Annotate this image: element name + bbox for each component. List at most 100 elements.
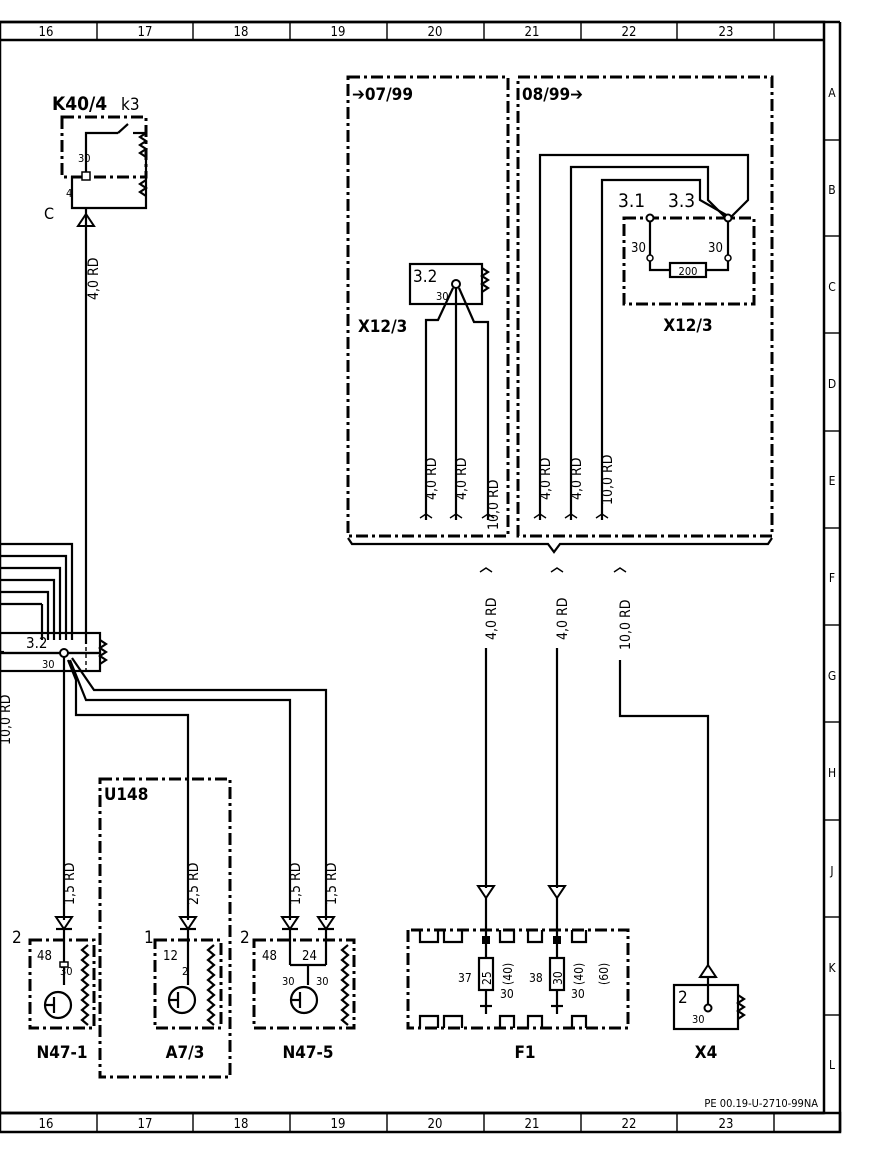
fuse-box-f1: 37 25 (40) 30 38 30 (40) 30 (60) F1 bbox=[406, 885, 630, 1063]
drawing-number: PE 00.19-U-2710-99NA bbox=[704, 1097, 818, 1110]
n47-5-pin-30b: 30 bbox=[316, 975, 329, 988]
splice-connector: 3.2 30 10,0 RD bbox=[0, 542, 328, 920]
row-label: B bbox=[828, 183, 835, 197]
k40-wire-label: 4,0 RD bbox=[86, 258, 102, 300]
row-label: C bbox=[828, 280, 836, 294]
fuse-37-value: 25 bbox=[480, 971, 494, 985]
a7-3-pin-12: 12 bbox=[163, 949, 178, 964]
sensor-a7-3: 2,5 RD 1 12 2 A7/3 bbox=[144, 863, 223, 1063]
sensor-n47-5: 1,5 RD 1,5 RD 2 48 24 30 30 N47-5 bbox=[240, 863, 356, 1063]
col-label: 16 bbox=[39, 1117, 54, 1132]
n47-1-wire: 1,5 RD bbox=[62, 863, 78, 905]
version-old-box: ➔07/99 3.2 30 X12/3 4,0 RD 4,0 RD 10,0 R… bbox=[346, 75, 510, 538]
main-wires: 4,0 RD 4,0 RD 10,0 RD bbox=[479, 567, 710, 965]
row-label: L bbox=[829, 1058, 835, 1072]
a7-3-label: A7/3 bbox=[166, 1043, 205, 1063]
fuse-38-rating: (40) bbox=[572, 963, 586, 985]
main-wire-1: 4,0 RD bbox=[484, 598, 500, 640]
n47-5-pin-48: 48 bbox=[262, 949, 277, 964]
n47-5-terminal: 2 bbox=[240, 928, 250, 948]
version-new-box: 08/99➔ 3.1 3.3 30 30 200 X12/3 4,0 RD 4,… bbox=[516, 75, 774, 538]
fuse-38-value: 30 bbox=[551, 971, 565, 985]
k40-suffix: k3 bbox=[121, 95, 140, 115]
x12-new-label: X12/3 bbox=[663, 316, 712, 336]
x12-old-pin: 30 bbox=[436, 290, 449, 303]
n47-5-pin-30a: 30 bbox=[282, 975, 295, 988]
version-old-label: ➔07/99 bbox=[352, 85, 413, 105]
row-label: H bbox=[828, 766, 836, 780]
n47-5-label: N47-5 bbox=[282, 1043, 333, 1063]
sheet-frame: 16 17 18 19 20 21 22 23 16 17 18 19 20 2… bbox=[0, 20, 842, 1134]
old-wire-3: 10,0 RD bbox=[486, 480, 502, 530]
col-label: 17 bbox=[138, 25, 153, 40]
relay-k40: K40/4 k3 30 4 C 4,0 RD bbox=[44, 93, 148, 644]
old-wire-2: 4,0 RD bbox=[454, 458, 470, 500]
col-label: 17 bbox=[138, 1117, 153, 1132]
col-label: 23 bbox=[719, 1117, 734, 1132]
splice-left-wire: 10,0 RD bbox=[0, 695, 14, 745]
splice-pin-label: 3.2 bbox=[26, 634, 47, 652]
fuse-37-rating: (40) bbox=[501, 963, 515, 985]
row-label: F bbox=[829, 571, 835, 585]
col-label: 20 bbox=[428, 25, 443, 40]
fuse-38-pin: 30 bbox=[571, 987, 585, 1001]
col-label: 18 bbox=[234, 1117, 249, 1132]
sensor-n47-1: 1,5 RD 2 48 30 N47-1 bbox=[12, 863, 96, 1063]
n47-5-wire-a: 1,5 RD bbox=[288, 863, 304, 905]
x12-old-label: X12/3 bbox=[358, 317, 407, 337]
a7-3-pin-2: 2 bbox=[182, 965, 188, 978]
row-label: J bbox=[829, 864, 833, 878]
x12-new-pin-30a: 30 bbox=[631, 241, 646, 256]
x12-new-pin-30b: 30 bbox=[708, 241, 723, 256]
connector-x4: 2 30 X4 bbox=[672, 963, 746, 1063]
n47-1-pin-48: 48 bbox=[37, 949, 52, 964]
col-label: 19 bbox=[331, 25, 346, 40]
col-label: 22 bbox=[622, 1117, 637, 1132]
x4-label: X4 bbox=[695, 1043, 717, 1063]
x12-old-pin-label: 3.2 bbox=[413, 267, 437, 287]
row-label: K bbox=[828, 961, 836, 975]
version-brace bbox=[347, 537, 773, 554]
col-label: 19 bbox=[331, 1117, 346, 1132]
u148-label: U148 bbox=[104, 785, 148, 805]
fuse-c-rating: (60) bbox=[597, 963, 611, 985]
old-wire-1: 4,0 RD bbox=[424, 458, 440, 500]
new-wire-3: 10,0 RD bbox=[600, 455, 616, 505]
fuse-37-num: 37 bbox=[458, 971, 472, 985]
main-wire-3: 10,0 RD bbox=[618, 600, 634, 650]
col-label: 16 bbox=[39, 25, 54, 40]
col-label: 21 bbox=[525, 1117, 540, 1132]
col-label: 21 bbox=[525, 25, 540, 40]
k40-connector: C bbox=[44, 204, 54, 223]
n47-1-label: N47-1 bbox=[36, 1043, 87, 1063]
n47-5-pin-24: 24 bbox=[302, 949, 317, 964]
row-label: A bbox=[828, 86, 836, 100]
x12-new-pin-33: 3.3 bbox=[668, 190, 695, 212]
x12-new-pin-31: 3.1 bbox=[618, 190, 645, 212]
a7-3-terminal: 1 bbox=[144, 928, 154, 948]
row-label: E bbox=[829, 474, 836, 488]
col-label: 18 bbox=[234, 25, 249, 40]
new-wire-2: 4,0 RD bbox=[569, 458, 585, 500]
u148-box bbox=[98, 777, 232, 1079]
splice-pin: 30 bbox=[42, 658, 55, 671]
f1-label: F1 bbox=[514, 1043, 535, 1063]
fuse-38-num: 38 bbox=[529, 971, 543, 985]
row-label: D bbox=[828, 377, 836, 391]
row-label: G bbox=[828, 669, 836, 683]
k40-pin-4: 4 bbox=[66, 187, 72, 200]
k40-label: K40/4 bbox=[52, 93, 107, 115]
n47-5-wire-b: 1,5 RD bbox=[324, 863, 340, 905]
k40-pin-30: 30 bbox=[78, 152, 91, 165]
x4-pin-2: 2 bbox=[678, 988, 688, 1008]
main-wire-2: 4,0 RD bbox=[555, 598, 571, 640]
col-label: 23 bbox=[719, 25, 734, 40]
x4-pin-30: 30 bbox=[692, 1013, 705, 1026]
new-wire-1: 4,0 RD bbox=[538, 458, 554, 500]
col-label: 20 bbox=[428, 1117, 443, 1132]
n47-1-terminal: 2 bbox=[12, 928, 22, 948]
a7-3-wire: 2,5 RD bbox=[186, 863, 202, 905]
x12-new-resistor: 200 bbox=[679, 265, 698, 278]
col-label: 22 bbox=[622, 25, 637, 40]
